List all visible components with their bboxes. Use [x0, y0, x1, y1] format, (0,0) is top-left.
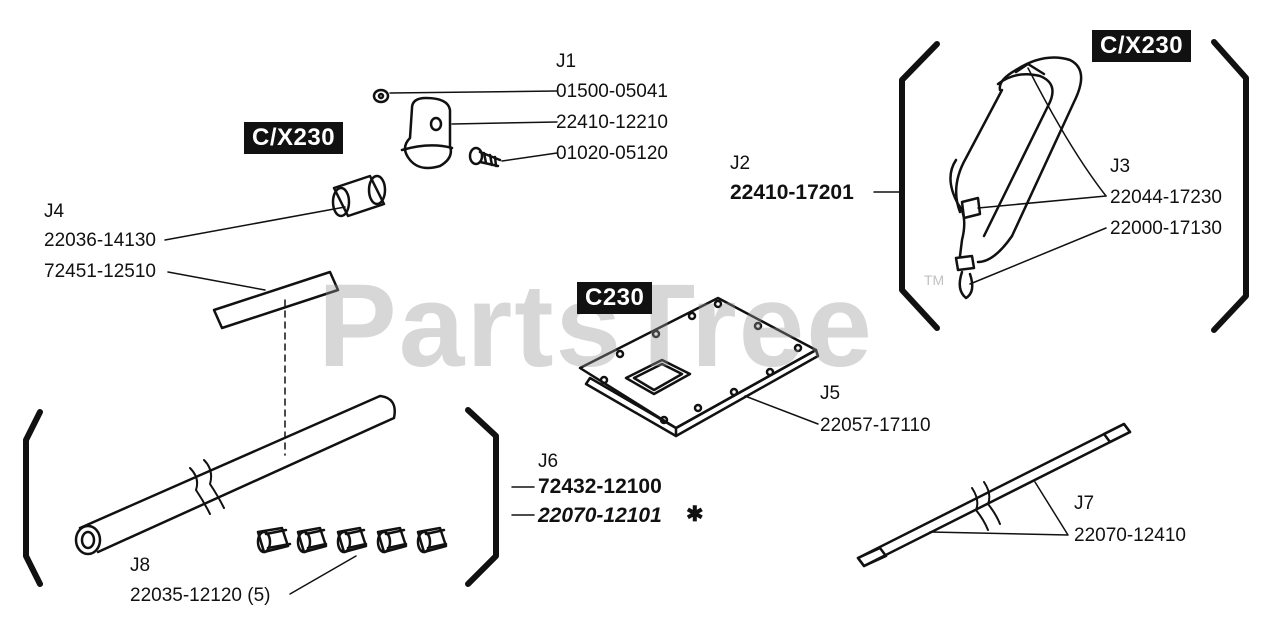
label-22044-17230: 22044-17230 [1110, 187, 1222, 208]
right-bracket-group-j6 [465, 407, 499, 587]
label-j7: J7 [1074, 493, 1095, 514]
sleeve-part [331, 174, 387, 218]
label-j5: J5 [820, 383, 841, 404]
badge-c230: C230 [577, 282, 653, 314]
label-22070-12101: 22070-12101 [538, 504, 662, 527]
right-bracket-group-j2 [1211, 39, 1249, 333]
label-01020-05120: 01020-05120 [556, 143, 668, 164]
label-22036-14130: 22036-14130 [44, 230, 156, 251]
label-22035-12120: 22035-12120 (5) [130, 585, 271, 606]
label-22000-17130: 22000-17130 [1110, 218, 1222, 239]
label-j6: J6 [538, 451, 559, 472]
label-72451-12510: 72451-12510 [44, 261, 156, 282]
label-j1: J1 [556, 51, 577, 72]
label-22410-12210: 22410-12210 [556, 112, 668, 133]
screw-part [468, 146, 502, 168]
asterisk-note: ✱ [686, 503, 704, 526]
shoulder-strap-part [949, 56, 1083, 300]
label-01500-05041: 01500-05041 [556, 81, 668, 102]
nut-part [372, 88, 390, 104]
watermark-tm: TM [924, 272, 945, 288]
watermark: PartsTree [318, 260, 874, 392]
shaft-part [856, 422, 1132, 568]
badge-cx230-left: C/X230 [244, 122, 344, 154]
label-j2: J2 [730, 153, 751, 174]
badge-cx230-right: C/X230 [1092, 30, 1192, 62]
label-22057-17110: 22057-17110 [820, 415, 931, 436]
clamp-part [400, 96, 454, 170]
nut-set-part [256, 526, 448, 554]
label-72432-12100: 72432-12100 [538, 475, 662, 498]
label-j4: J4 [44, 201, 65, 222]
label-j8: J8 [130, 555, 151, 576]
label-j3: J3 [1110, 156, 1131, 177]
label-22410-17201: 22410-17201 [730, 181, 854, 204]
tape-part [212, 270, 340, 330]
left-bracket-group-j6 [23, 409, 43, 587]
label-22070-12410: 22070-12410 [1074, 525, 1186, 546]
left-bracket-group-j2 [899, 41, 940, 331]
tube-part [74, 394, 396, 556]
